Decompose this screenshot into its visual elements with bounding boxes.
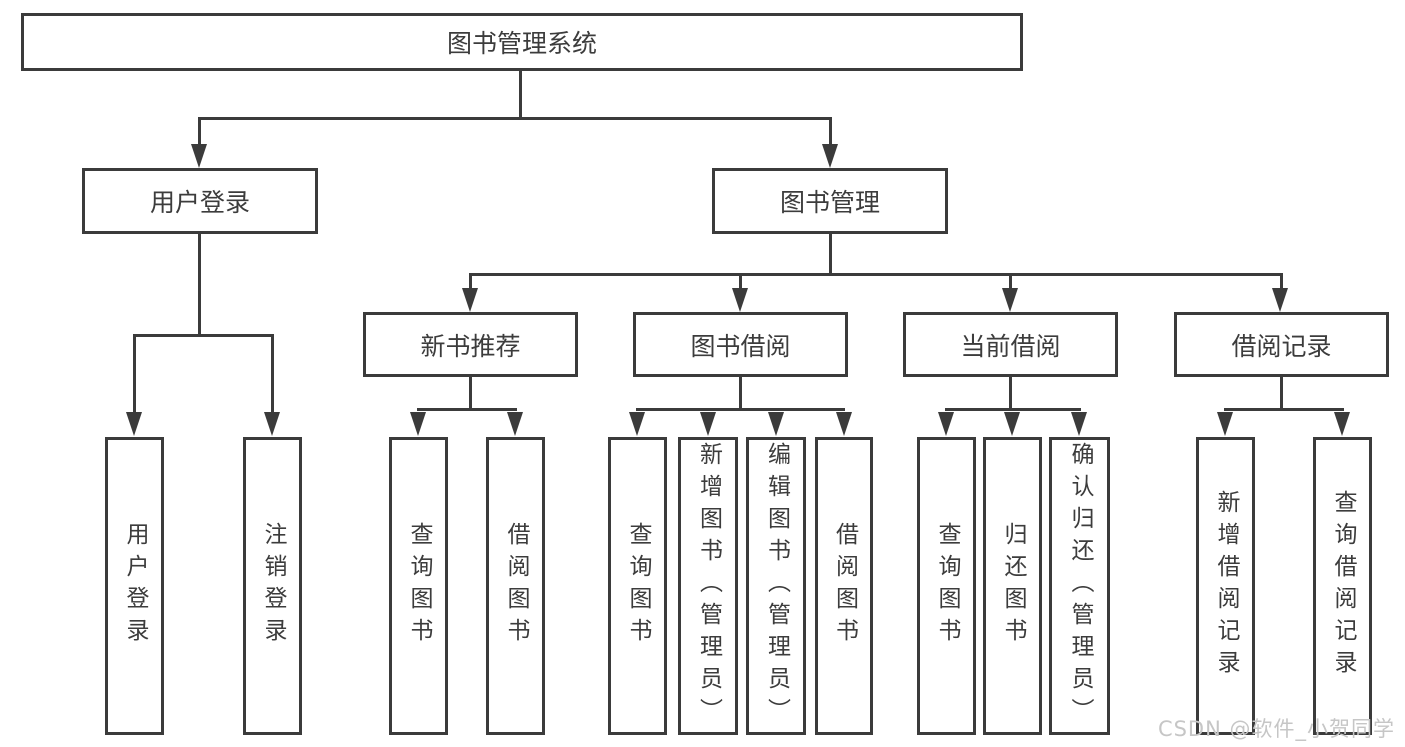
node-current-borrow: 当前借阅 — [903, 312, 1118, 377]
node-book-management: 图书管理 — [712, 168, 948, 234]
connector-stem-book-borrow — [739, 273, 742, 290]
connector-book-borrow-drop — [739, 375, 742, 411]
arrowhead-new-books — [462, 288, 478, 312]
connector-user-login-branch — [133, 334, 274, 337]
connector-current-borrow-drop — [1009, 375, 1012, 411]
connector-new-books-branch — [417, 408, 517, 411]
leaf-br-add-record: 新增借阅记录 — [1196, 437, 1255, 735]
arrowhead-borrow-records — [1272, 288, 1288, 312]
leaf-user-login: 用户登录 — [105, 437, 164, 735]
leaf-nb-borrow-books: 借阅图书 — [486, 437, 545, 735]
arrowhead-current-borrow — [1002, 288, 1018, 312]
csdn-watermark: CSDN @软件_小贺同学 — [1157, 717, 1395, 741]
node-borrow-records: 借阅记录 — [1174, 312, 1389, 377]
connector-stem-current-borrow — [1009, 273, 1012, 290]
leaf-bb-borrow-books: 借阅图书 — [815, 437, 873, 735]
arrowhead-bb-edit — [768, 412, 784, 436]
arrowhead-br-query — [1334, 412, 1350, 436]
arrowhead-bb-add — [700, 412, 716, 436]
connector-book-borrow-branch — [636, 408, 845, 411]
node-book-borrow: 图书借阅 — [633, 312, 848, 377]
connector-borrow-records-branch — [1224, 408, 1344, 411]
leaf-bb-query-books: 查询图书 — [608, 437, 667, 735]
arrowhead-cb-return — [1004, 412, 1020, 436]
connector-stem-logout — [271, 334, 274, 414]
arrowhead-login — [126, 412, 142, 436]
connector-stem-borrow-records — [1280, 273, 1283, 290]
connector-borrow-records-drop — [1280, 375, 1283, 411]
connector-level1 — [198, 117, 832, 120]
connector-level3 — [469, 273, 1283, 276]
node-user-login: 用户登录 — [82, 168, 318, 234]
arrowhead-bb-query — [629, 412, 645, 436]
connector-book-mgmt-drop — [829, 232, 832, 276]
connector-user-login-drop — [198, 232, 201, 336]
leaf-logout: 注销登录 — [243, 437, 302, 735]
connector-new-books-drop — [469, 375, 472, 411]
leaf-bb-add-books-admin: 新增图书（管理员） — [678, 437, 738, 735]
arrowhead-bb-borrow — [836, 412, 852, 436]
arrowhead-cb-query — [938, 412, 954, 436]
arrowhead-logout — [264, 412, 280, 436]
arrowhead-nb-borrow — [507, 412, 523, 436]
connector-root-drop — [519, 69, 522, 117]
node-new-book-recommend: 新书推荐 — [363, 312, 578, 377]
leaf-nb-query-books: 查询图书 — [389, 437, 448, 735]
arrowhead-nb-query — [410, 412, 426, 436]
leaf-cb-query-books: 查询图书 — [917, 437, 976, 735]
node-library-system: 图书管理系统 — [21, 13, 1023, 71]
connector-current-borrow-branch — [945, 408, 1081, 411]
arrowhead-user-login — [191, 144, 207, 168]
connector-stem-user-login — [198, 117, 201, 146]
connector-stem-book-mgmt — [829, 117, 832, 146]
arrowhead-br-add — [1217, 412, 1233, 436]
leaf-cb-confirm-return-admin: 确认归还（管理员） — [1049, 437, 1110, 735]
leaf-br-query-record: 查询借阅记录 — [1313, 437, 1372, 735]
leaf-bb-edit-books-admin: 编辑图书（管理员） — [746, 437, 806, 735]
arrowhead-book-borrow — [732, 288, 748, 312]
connector-stem-login — [133, 334, 136, 414]
leaf-cb-return-books: 归还图书 — [983, 437, 1042, 735]
connector-stem-new-books — [469, 273, 472, 290]
arrowhead-cb-confirm — [1071, 412, 1087, 436]
arrowhead-book-mgmt — [822, 144, 838, 168]
